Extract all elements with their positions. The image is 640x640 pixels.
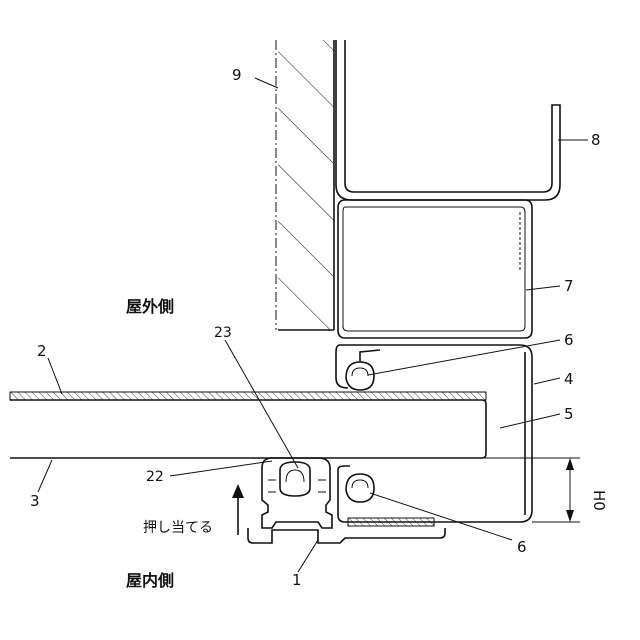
callout-9: 9	[232, 66, 242, 84]
exterior-side-label: 屋外側	[126, 297, 174, 316]
press-arrow	[232, 484, 244, 535]
callout-2: 2	[37, 342, 47, 360]
callout-1: 1	[292, 571, 302, 589]
wall-member	[276, 40, 334, 330]
callout-4: 4	[564, 370, 574, 388]
glass-panel	[10, 392, 532, 458]
callout-6-bottom: 6	[517, 538, 527, 556]
callout-5: 5	[564, 405, 574, 423]
press-against-label: 押し当てる	[143, 520, 213, 536]
callout-8: 8	[591, 131, 601, 149]
h0-dimension	[532, 458, 580, 522]
callout-6-top: 6	[564, 331, 574, 349]
callout-23: 23	[214, 325, 232, 341]
callout-3: 3	[30, 492, 40, 510]
sash-frame	[336, 345, 532, 526]
callout-22: 22	[146, 469, 164, 485]
hollow-section	[338, 200, 532, 338]
channel-frame	[336, 40, 560, 200]
h0-label: H0	[590, 490, 608, 511]
callout-7: 7	[564, 277, 574, 295]
extrusion-profile	[248, 458, 445, 543]
interior-side-label: 屋内側	[126, 571, 174, 590]
